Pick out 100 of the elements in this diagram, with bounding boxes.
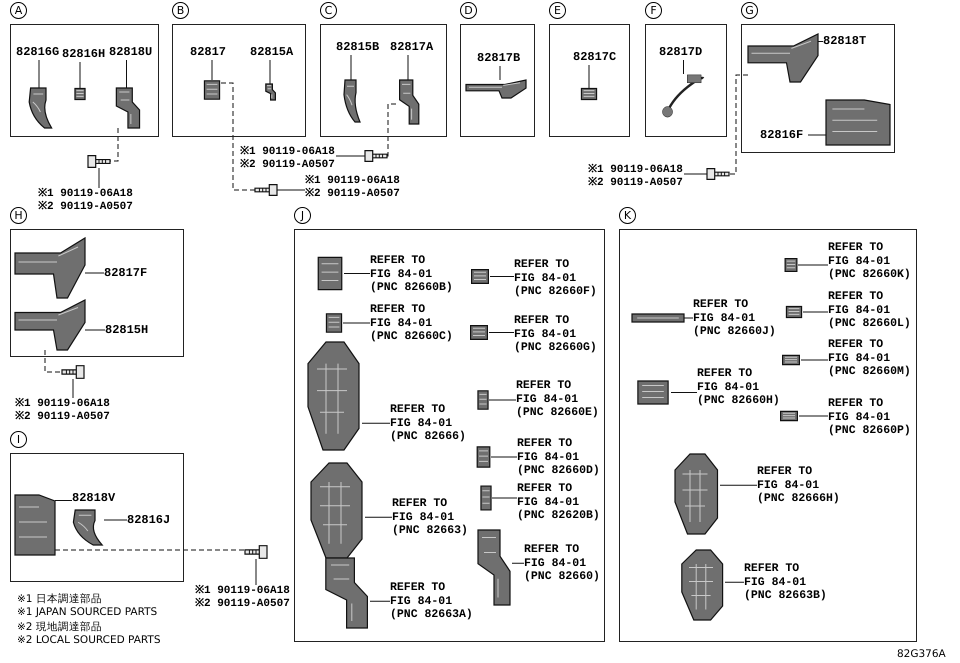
- part-drawing: [316, 256, 344, 291]
- part-number-note: ※2 90119-A0507: [240, 159, 336, 172]
- part-drawing: [748, 34, 818, 82]
- reference-note: REFER TO FIG 84-01 (PNC 82660L): [828, 290, 914, 330]
- parts-panel: [645, 2, 727, 137]
- part-number: 82817C: [573, 49, 619, 65]
- parts-panel: [460, 2, 535, 137]
- part-drawing: [341, 80, 361, 122]
- part-drawing: [15, 300, 85, 350]
- part-drawing: [580, 88, 598, 100]
- panel-letter: C: [320, 2, 337, 19]
- leader-line: [350, 54, 352, 80]
- dashed-guide-line: [728, 74, 748, 174]
- reference-note: REFER TO FIG 84-01 (PNC 82660D): [517, 437, 603, 478]
- part-drawing: [779, 411, 799, 421]
- part-drawing: [632, 313, 684, 323]
- reference-note: REFER TO FIG 84-01 (PNC 82660F): [514, 258, 600, 298]
- panel-letter: G: [741, 2, 758, 19]
- part-drawing: [476, 446, 491, 468]
- part-number: 82815H: [105, 322, 153, 338]
- part-drawing: [203, 80, 221, 100]
- dashed-guide-line: [220, 82, 256, 190]
- panel-letter: I: [10, 431, 27, 448]
- screw-drawing: [255, 184, 277, 196]
- part-number: 82817D: [659, 44, 705, 60]
- part-number: 82816J: [127, 512, 175, 528]
- leader-line: [808, 134, 826, 136]
- part-drawing: [785, 306, 803, 318]
- panel-letter: J: [294, 207, 311, 224]
- part-number: 82818V: [72, 490, 120, 506]
- leader-line: [818, 41, 824, 42]
- reference-note: REFER TO FIG 84-01 (PNC 82663B): [744, 562, 830, 602]
- footnote: ※1 JAPAN SOURCED PARTS: [17, 606, 158, 618]
- panel-letter: D: [460, 2, 477, 19]
- part-number: 82817: [190, 44, 228, 60]
- leader-line: [38, 60, 40, 88]
- reference-note: REFER TO FIG 84-01 (PNC 82660C): [370, 303, 456, 344]
- part-number: 82816H: [62, 46, 107, 62]
- leader-line: [720, 484, 758, 486]
- part-number-note: ※1 90119-06A18: [240, 146, 336, 158]
- reference-note: REFER TO FIG 84-01 (PNC 82660E): [516, 379, 602, 420]
- part-number-note: ※2 90119-A0507: [195, 598, 291, 611]
- part-drawing: [635, 380, 671, 405]
- dashed-guide-line: [110, 128, 118, 162]
- part-drawing: [74, 88, 86, 100]
- part-number: 82815A: [250, 44, 296, 60]
- reference-note: REFER TO FIG 84-01 (PNC 82660): [524, 543, 602, 584]
- reference-note: REFER TO FIG 84-01 (PNC 82660J): [693, 298, 779, 338]
- part-number: 82818U: [109, 44, 156, 60]
- leader-line: [126, 60, 127, 88]
- reference-note: REFER TO FIG 84-01 (PNC 82660K): [828, 241, 914, 282]
- leader-line: [342, 322, 370, 324]
- footnote: ※2 現地調達部品: [17, 620, 102, 634]
- leader-line: [84, 272, 104, 274]
- part-number-note: ※2 90119-A0507: [588, 177, 684, 190]
- panel-letter: E: [549, 2, 566, 19]
- part-number-note: ※1 90119-06A18: [195, 585, 291, 598]
- part-drawing: [781, 355, 801, 365]
- dashed-guide-line: [44, 350, 62, 372]
- part-drawing: [469, 325, 489, 340]
- reference-note: REFER TO FIG 84-01 (PNC 82660M): [828, 338, 914, 378]
- footnote: ※2 LOCAL SOURCED PARTS: [17, 634, 160, 646]
- reference-note: REFER TO FIG 84-01 (PNC 82666H): [757, 465, 843, 506]
- leader-line: [512, 562, 524, 564]
- reference-note: REFER TO FIG 84-01 (PNC 82660P): [828, 397, 914, 438]
- leader-line: [490, 276, 514, 277]
- part-drawing: [826, 100, 890, 145]
- part-drawing: [396, 80, 420, 124]
- part-drawing: [466, 80, 526, 98]
- part-number: 82817B: [477, 50, 523, 66]
- part-number: 82816G: [16, 44, 61, 60]
- reference-note: REFER TO FIG 84-01 (PNC 82620B): [517, 482, 603, 522]
- reference-note: REFER TO FIG 84-01 (PNC 82660H): [697, 367, 783, 408]
- part-drawing: [477, 390, 489, 410]
- parts-panel: [320, 2, 447, 137]
- leader-line: [364, 516, 392, 518]
- parts-panel: [549, 2, 630, 137]
- part-number-note: ※1 90119-06A18: [15, 398, 111, 410]
- diagram-code: 82G376A: [897, 648, 946, 660]
- leader-line: [72, 378, 74, 398]
- panel-letter: F: [645, 2, 662, 19]
- part-number-note: ※2 90119-A0507: [305, 188, 401, 201]
- part-drawing: [15, 495, 55, 555]
- panel-letter: K: [619, 207, 636, 224]
- part-drawing: [784, 258, 798, 272]
- footnote: ※1 日本調達部品: [17, 592, 102, 606]
- leader-line: [54, 500, 72, 501]
- leader-line: [724, 582, 744, 583]
- leader-line: [370, 600, 390, 602]
- screw-drawing: [365, 150, 387, 162]
- part-number-note: ※1 90119-06A18: [588, 164, 684, 176]
- reference-note: REFER TO FIG 84-01 (PNC 82663): [392, 497, 478, 538]
- leader-line: [488, 332, 514, 333]
- parts-panel: [10, 2, 159, 137]
- reference-note: REFER TO FIG 84-01 (PNC 82663A): [390, 581, 476, 622]
- part-drawing: [470, 269, 490, 284]
- parts-panel: [172, 2, 306, 137]
- part-drawing: [480, 485, 492, 511]
- leader-line: [344, 273, 370, 274]
- dashed-guide-line: [386, 104, 396, 156]
